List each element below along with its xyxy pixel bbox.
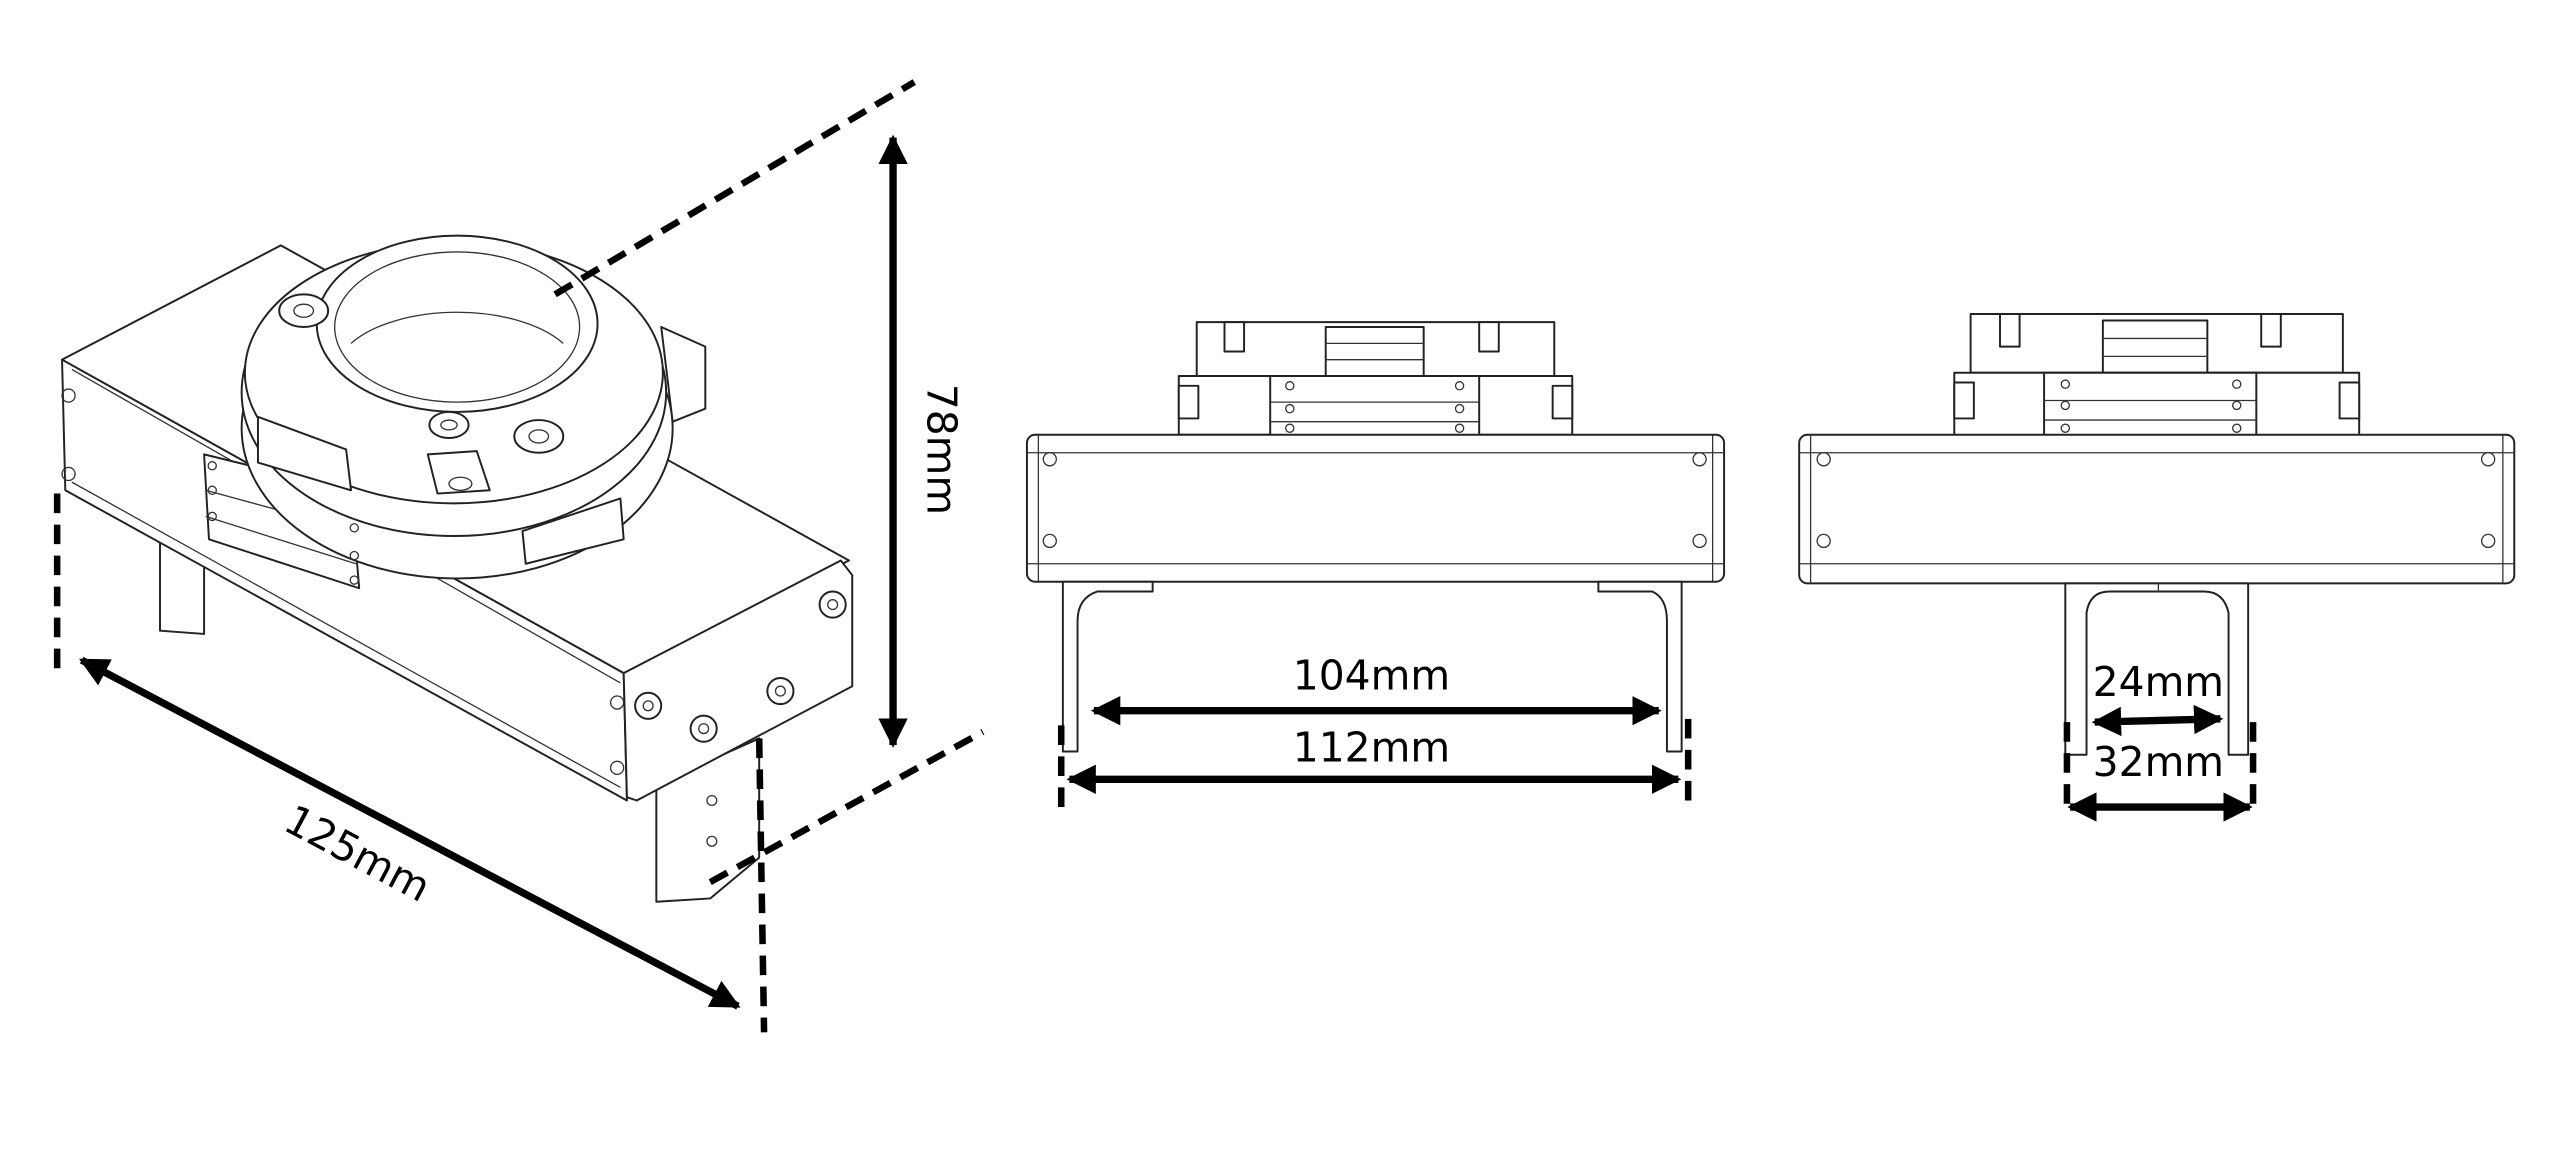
front-view: 104mm 112mm — [1025, 321, 1726, 817]
length-label: 125mm — [277, 795, 438, 911]
extension-line — [708, 729, 985, 885]
extension-line — [553, 79, 916, 298]
front-right-leg — [1597, 580, 1683, 753]
outer-width-label: 32mm — [2093, 738, 2224, 786]
side-view: 24mm 32mm — [1798, 312, 2516, 822]
inner-width-label: 104mm — [1293, 651, 1450, 699]
iso-ring-module — [203, 234, 707, 590]
height-label: 78mm — [917, 384, 965, 515]
outer-width-label: 112mm — [1293, 723, 1450, 771]
extension-line — [755, 738, 768, 1033]
side-bar — [1798, 433, 2516, 585]
isometric-view: 78mm 125mm — [53, 79, 985, 1033]
front-left-leg — [1061, 580, 1154, 753]
length-dimension-arrow — [79, 656, 741, 1010]
inner-width-arrow — [2091, 704, 2224, 737]
inner-width-label: 24mm — [2093, 658, 2224, 706]
side-leg-bracket — [2064, 582, 2250, 756]
front-bar — [1025, 433, 1726, 583]
